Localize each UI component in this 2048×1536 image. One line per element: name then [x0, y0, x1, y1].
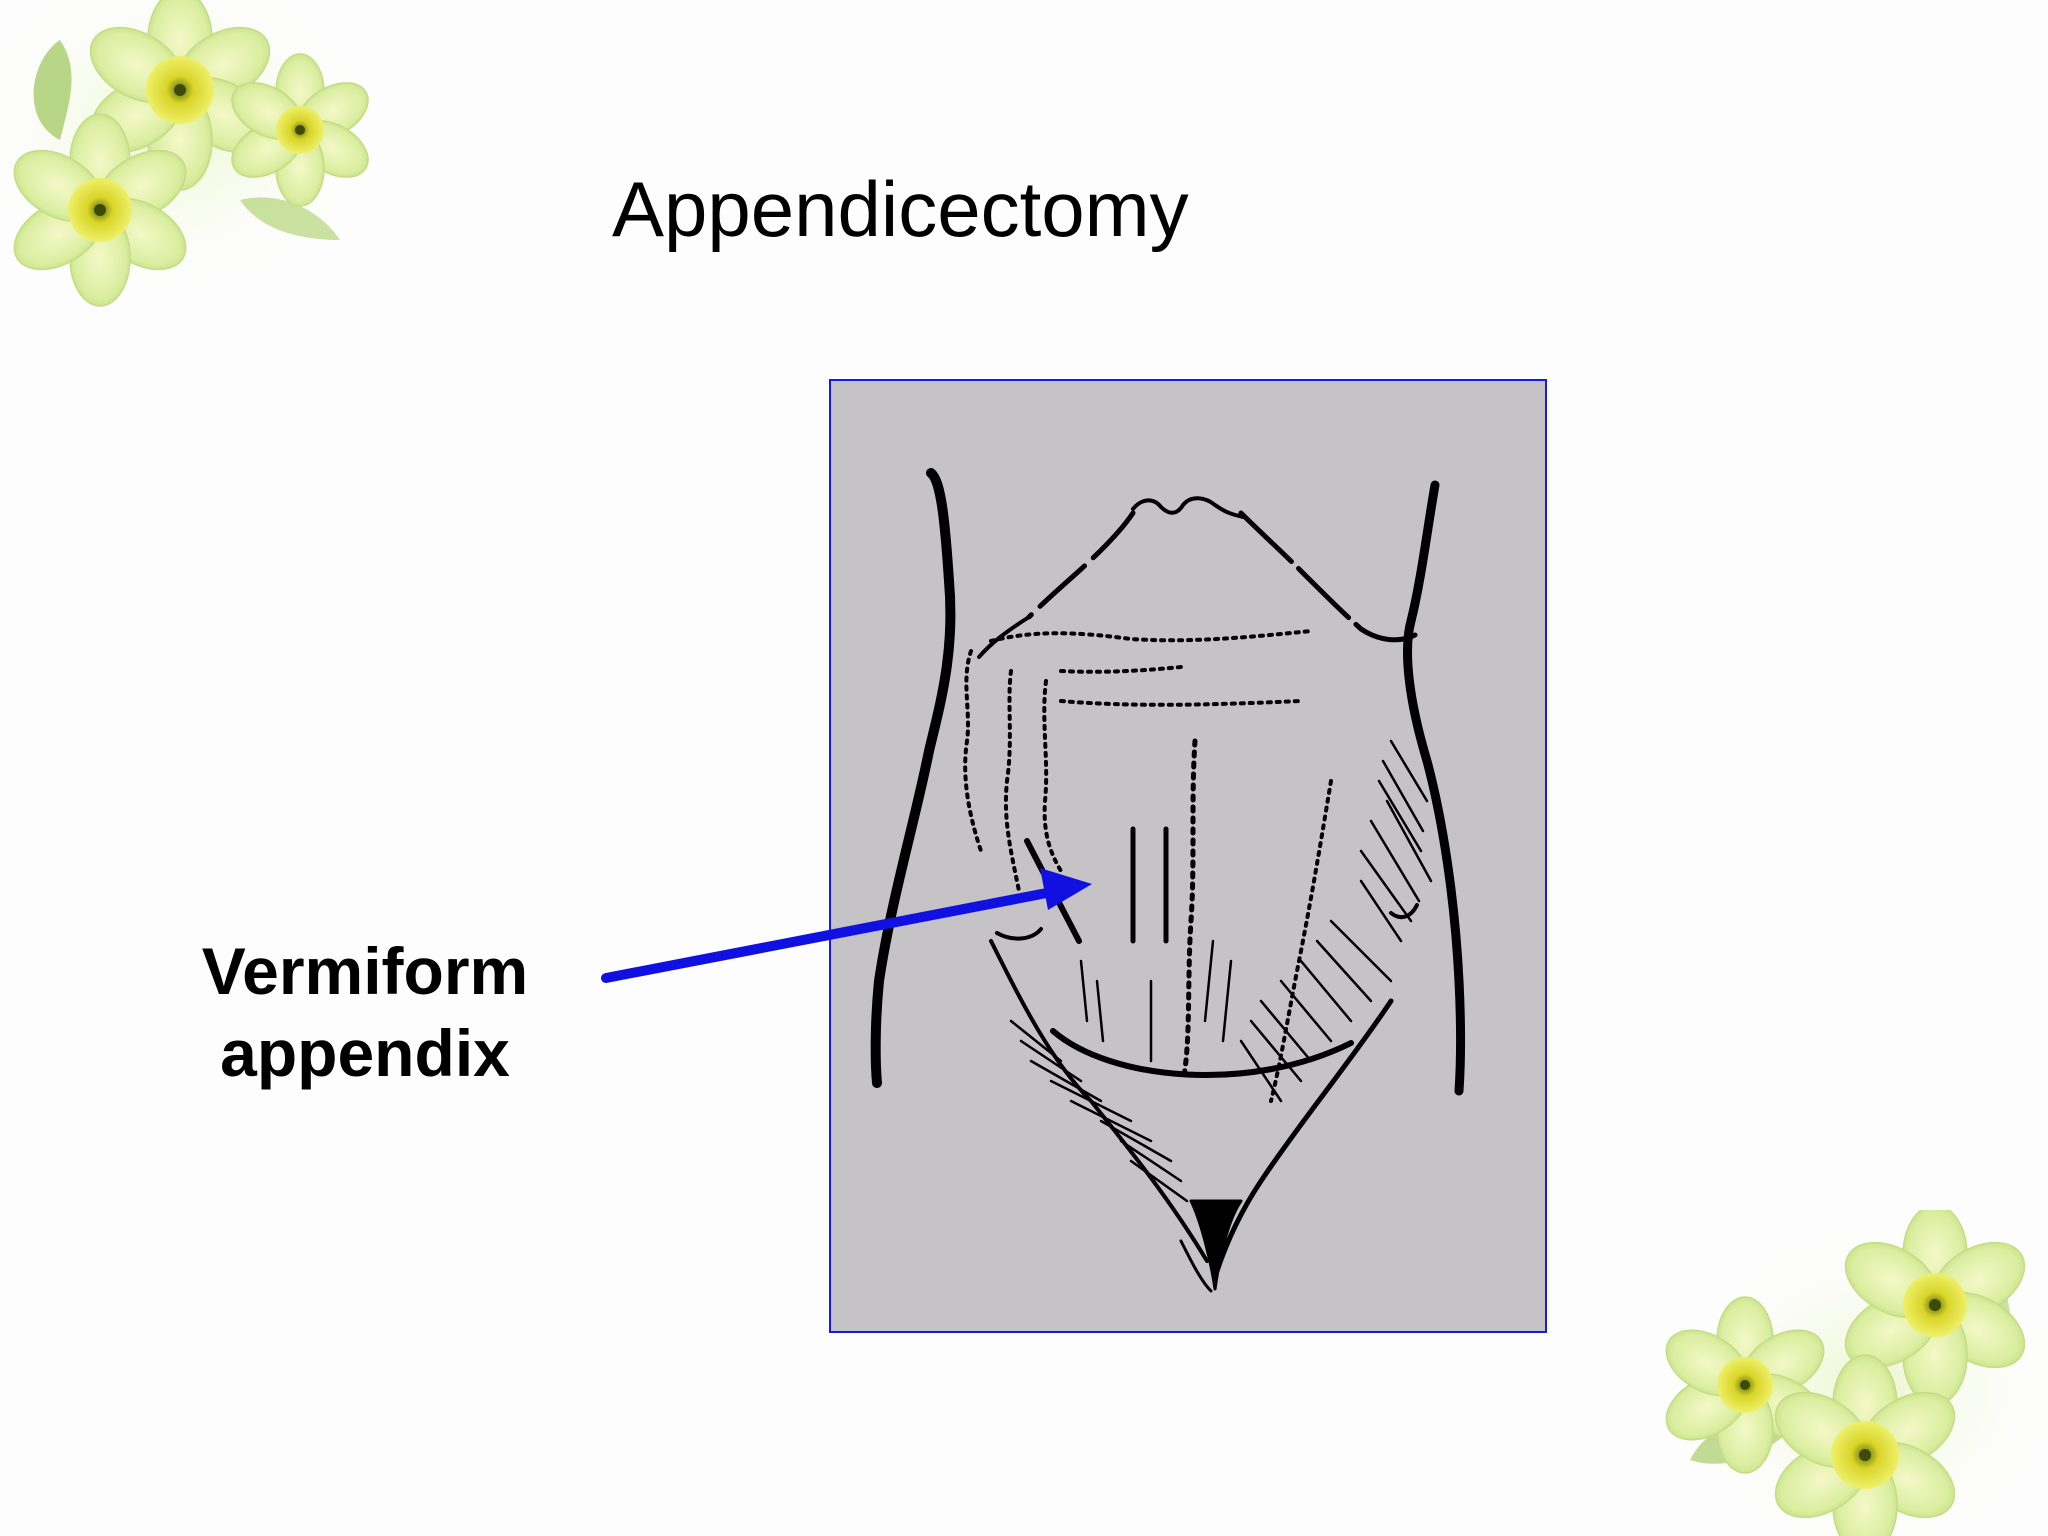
abdomen-drawing: [870, 468, 1465, 1293]
callout-line-1: Vermiform: [201, 934, 529, 1008]
abdomen-illustration: [829, 379, 1547, 1333]
daffodil-flowers-top-left-icon: [0, 0, 380, 307]
daffodil-flowers-bottom-right-icon: [1665, 1210, 2048, 1536]
vermiform-appendix-label: Vermiform appendix: [150, 930, 580, 1094]
callout-line-2: appendix: [220, 1016, 510, 1090]
slide-title: Appendicectomy: [612, 165, 1189, 253]
